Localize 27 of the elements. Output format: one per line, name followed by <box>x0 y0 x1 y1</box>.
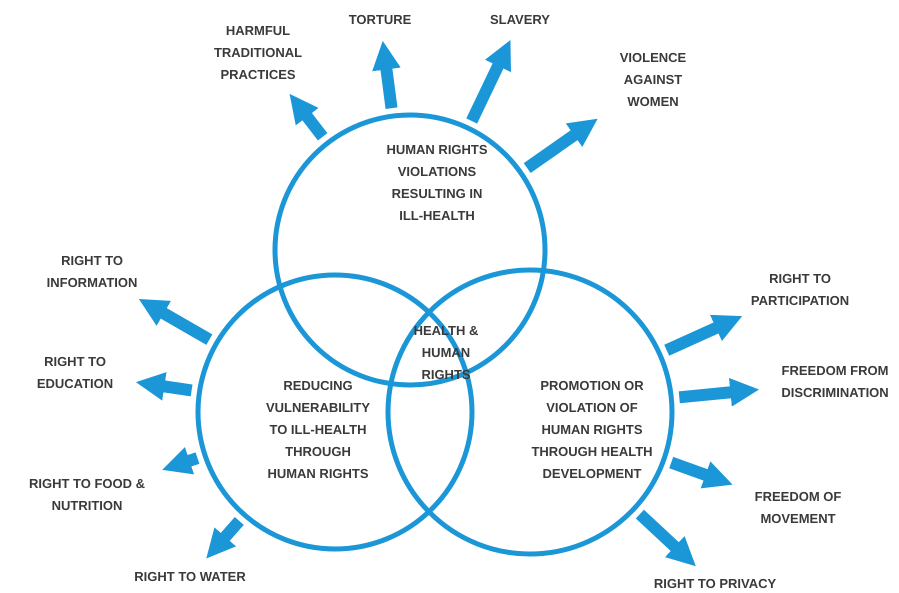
circle-label: REDUCING VULNERABILITY TO ILL-HEALTH THROUGH HUMAN RIGHTS <box>265 377 371 483</box>
arrow <box>138 299 212 345</box>
arrow <box>664 314 742 356</box>
arrow <box>636 510 696 566</box>
right-label: RIGHT TO FOOD & NUTRITION <box>2 473 172 517</box>
arrow <box>524 118 598 173</box>
right-label: RIGHT TO WATER <box>115 566 265 588</box>
right-label: RIGHT TO PRIVACY <box>630 573 800 593</box>
circle-label: PROMOTION OR VIOLATION OF HUMAN RIGHTS THROUGH HEALTH DEVELOPMENT <box>531 377 653 483</box>
arrow <box>290 94 328 140</box>
right-label: RIGHT TO EDUCATION <box>20 351 130 395</box>
circle-label: HUMAN RIGHTS VIOLATIONS RESULTING IN ILL-HEALTH <box>385 141 489 225</box>
right-label: RIGHT TO PARTICIPATION <box>730 268 870 312</box>
right-label: TORTURE <box>335 9 425 31</box>
arrow <box>136 372 192 401</box>
arrow <box>678 378 760 407</box>
arrow <box>372 40 401 109</box>
arrow <box>206 516 244 558</box>
arrow <box>162 447 200 474</box>
right-label: HARMFUL TRADITIONAL PRACTICES <box>198 20 318 86</box>
right-label: RIGHT TO INFORMATION <box>27 250 157 294</box>
right-label: FREEDOM FROM DISCRIMINATION <box>765 360 899 404</box>
right-label: VIOLENCE AGAINST WOMEN <box>598 47 708 113</box>
arrow <box>466 40 511 124</box>
right-label: SLAVERY <box>475 9 565 31</box>
right-label: FREEDOM OF MOVEMENT <box>738 486 858 530</box>
arrow <box>669 456 733 488</box>
